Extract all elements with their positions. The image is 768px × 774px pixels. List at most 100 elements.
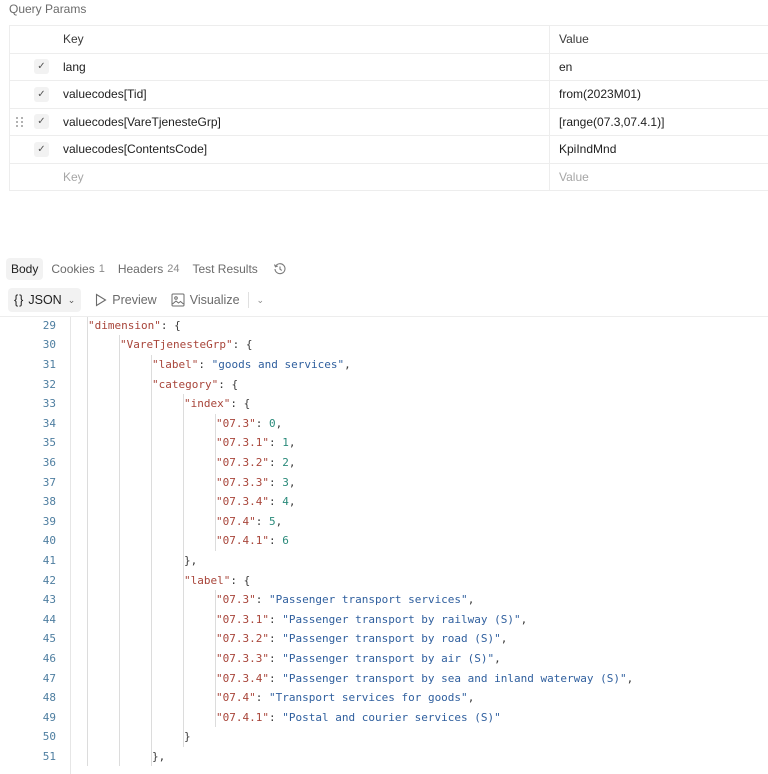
code-line: 29"dimension": { bbox=[0, 317, 768, 335]
indent-guide bbox=[87, 317, 88, 767]
new-param-value-input[interactable]: Value bbox=[559, 169, 589, 184]
code-line: 37"07.3.3": 3, bbox=[0, 472, 768, 492]
query-params-title: Query Params bbox=[9, 2, 87, 16]
history-icon[interactable] bbox=[272, 261, 288, 277]
code-line: 30 "VareTjenesteGrp": { bbox=[0, 335, 768, 355]
gutter-divider bbox=[70, 317, 71, 774]
play-icon bbox=[96, 293, 107, 307]
param-enabled-checkbox[interactable]: ✓ bbox=[34, 141, 49, 157]
new-param-key-input[interactable]: Key bbox=[55, 163, 550, 190]
line-number: 30 bbox=[42, 338, 56, 352]
code-line: 50} bbox=[0, 727, 768, 747]
param-key-input[interactable]: valuecodes[Tid] bbox=[55, 81, 550, 108]
code-text: "07.3": 0, bbox=[216, 416, 283, 430]
drag-handle-icon[interactable] bbox=[16, 116, 24, 127]
code-line: 38"07.3.4": 4, bbox=[0, 492, 768, 512]
code-text: }, bbox=[184, 553, 198, 567]
code-text: "07.3.4": 4, bbox=[216, 495, 296, 509]
line-number: 39 bbox=[42, 514, 56, 528]
line-number: 35 bbox=[42, 436, 56, 450]
param-enabled-checkbox[interactable]: ✓ bbox=[34, 86, 49, 102]
line-number: 32 bbox=[42, 377, 56, 391]
response-body-editor[interactable]: 29"dimension": { 30 "VareTjenesteGrp": { 31… bbox=[0, 317, 768, 774]
param-key-input[interactable]: lang bbox=[55, 53, 550, 80]
code-text: "07.3.3": "Passenger transport by air (S… bbox=[216, 651, 501, 665]
editor-divider bbox=[0, 316, 768, 317]
param-key-input[interactable]: valuecodes[ContentsCode] bbox=[55, 136, 550, 163]
braces-icon: {} bbox=[14, 293, 25, 307]
tab-test-results[interactable]: Test Results bbox=[192, 262, 258, 276]
line-number: 47 bbox=[42, 671, 56, 685]
code-text: "07.3.1": 1, bbox=[216, 436, 296, 450]
line-number: 43 bbox=[42, 593, 56, 607]
line-number: 29 bbox=[42, 318, 56, 332]
param-enabled-checkbox[interactable]: ✓ bbox=[34, 59, 49, 75]
code-text: "VareTjenesteGrp": { bbox=[120, 338, 253, 352]
line-number: 33 bbox=[42, 397, 56, 411]
chevron-down-icon: ⌄ bbox=[67, 294, 76, 305]
code-text: "label": { bbox=[184, 573, 251, 587]
code-line: 43 "07.3": "Passenger transport services"… bbox=[0, 590, 768, 610]
code-line: 35 "07.3.1": 1, bbox=[0, 433, 768, 453]
code-line: 51}, bbox=[0, 747, 768, 767]
value-column-header: Value bbox=[559, 32, 589, 47]
code-text: "07.3.3": 3, bbox=[216, 475, 296, 489]
indent-guide bbox=[215, 589, 216, 728]
tab-body[interactable]: Body bbox=[6, 258, 44, 280]
code-line: 42"label": { bbox=[0, 570, 768, 590]
indent-guide bbox=[183, 393, 184, 747]
param-row: ✓ valuecodes[Tid] from(2023M01) bbox=[10, 81, 768, 109]
param-value-input[interactable]: KpiIndMnd bbox=[559, 142, 617, 157]
line-number: 45 bbox=[42, 632, 56, 646]
line-number: 34 bbox=[42, 416, 56, 430]
param-value-input[interactable]: [range(07.3,07.4.1)] bbox=[559, 114, 665, 129]
indent-guide bbox=[119, 335, 120, 767]
code-line: 49"07.4.1": "Postal and courier services… bbox=[0, 708, 768, 728]
code-text: "07.3.2": 2, bbox=[216, 455, 296, 469]
line-number: 49 bbox=[42, 710, 56, 724]
line-number: 50 bbox=[42, 730, 56, 744]
format-dropdown[interactable]: {} JSON ⌄ bbox=[8, 288, 82, 312]
response-toolbar: {} JSON ⌄ Preview Visualize ⌄ bbox=[8, 288, 264, 312]
check-icon: ✓ bbox=[37, 61, 46, 73]
indent-guide bbox=[215, 413, 216, 551]
code-line: 45"07.3.2": "Passenger transport by road… bbox=[0, 629, 768, 649]
code-text: "07.4": "Transport services for goods", bbox=[216, 691, 475, 705]
code-line: 34 "07.3": 0, bbox=[0, 414, 768, 434]
check-icon: ✓ bbox=[37, 116, 46, 128]
line-number: 48 bbox=[42, 691, 56, 705]
param-enabled-checkbox[interactable]: ✓ bbox=[34, 114, 49, 130]
param-key-input[interactable]: valuecodes[VareTjenesteGrp] bbox=[55, 108, 550, 135]
param-row: ✓ valuecodes[ContentsCode] KpiIndMnd bbox=[10, 136, 768, 164]
new-param-row: Key Value bbox=[10, 163, 768, 191]
code-text: "07.3": "Passenger transport services", bbox=[216, 593, 475, 607]
query-params-table: Key Value ✓ lang en ✓ valuecodes[Tid] fr… bbox=[9, 25, 768, 191]
code-line: 48 "07.4": "Transport services for goods"… bbox=[0, 688, 768, 708]
code-line: 40 "07.4.1": 6 bbox=[0, 531, 768, 551]
line-number: 51 bbox=[42, 749, 56, 763]
visualize-button[interactable]: Visualize bbox=[171, 293, 240, 307]
param-value-input[interactable]: from(2023M01) bbox=[559, 87, 642, 102]
code-text: "07.4.1": 6 bbox=[216, 534, 289, 548]
code-line: 33"index": { bbox=[0, 394, 768, 414]
code-line: 31"label": "goods and services", bbox=[0, 355, 768, 375]
line-number: 44 bbox=[42, 612, 56, 626]
check-icon: ✓ bbox=[37, 88, 46, 100]
code-line: 47 "07.3.4": "Passenger transport by sea … bbox=[0, 668, 768, 688]
code-text: }, bbox=[152, 749, 166, 763]
code-text: "07.3.4": "Passenger transport by sea an… bbox=[216, 671, 634, 685]
check-icon: ✓ bbox=[37, 143, 46, 155]
param-row: ✓ lang en bbox=[10, 53, 768, 81]
code-line: 46"07.3.3": "Passenger transport by air … bbox=[0, 649, 768, 669]
code-text: "label": "goods and services", bbox=[152, 357, 351, 371]
preview-button[interactable]: Preview bbox=[95, 293, 157, 307]
param-value-input[interactable]: en bbox=[559, 59, 573, 74]
visualize-options-chevron-icon[interactable]: ⌄ bbox=[256, 294, 265, 305]
line-number: 40 bbox=[42, 534, 56, 548]
headers-count: 24 bbox=[167, 263, 180, 275]
code-line: 44"07.3.1": "Passenger transport by rail… bbox=[0, 610, 768, 630]
image-icon bbox=[171, 293, 185, 307]
